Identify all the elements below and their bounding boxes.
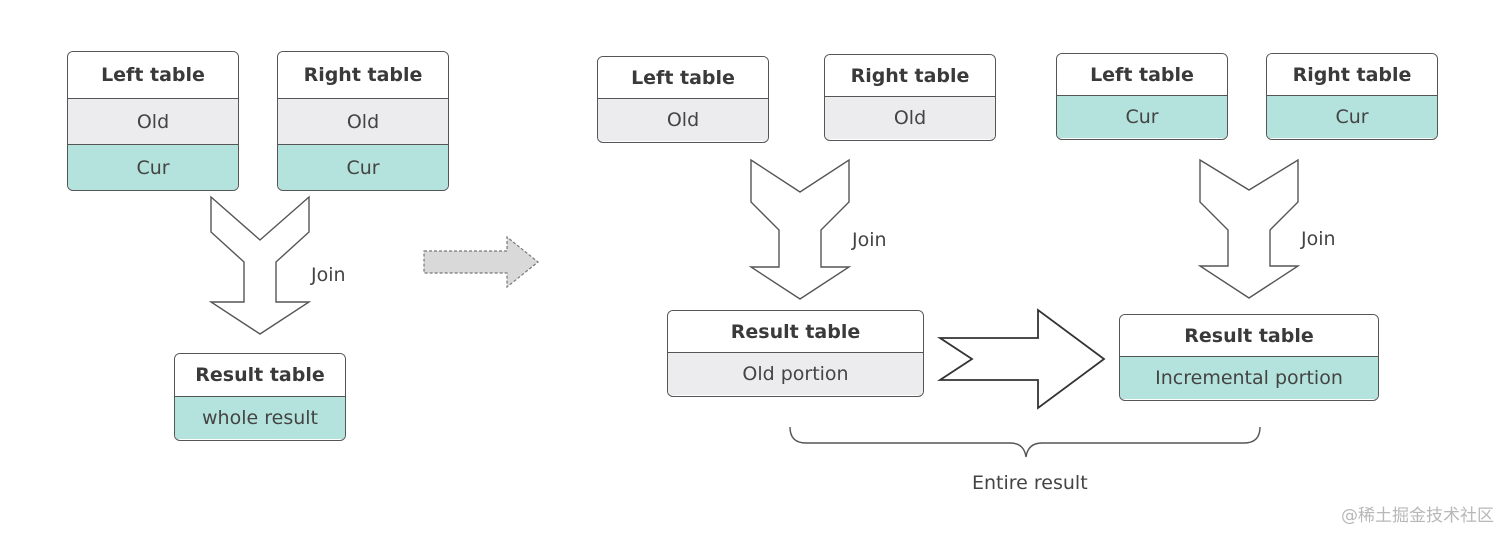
join-arrow-left	[208, 195, 312, 335]
join-arrow-old	[748, 158, 852, 300]
old-row: Old	[825, 97, 995, 139]
entire-result-label: Entire result	[972, 472, 1088, 494]
right-table-old: Right table Old	[824, 54, 996, 141]
join-label: Join	[311, 264, 346, 286]
join-label: Join	[852, 229, 887, 251]
old-row: Old	[278, 99, 448, 144]
table-title: Result table	[668, 311, 923, 353]
left-table-old: Left table Old	[597, 56, 769, 143]
result-table-cur: Result table Incremental portion	[1119, 314, 1379, 401]
table-title: Left table	[598, 57, 768, 99]
cur-row: Cur	[1267, 96, 1437, 138]
right-table: Right table Old Cur	[277, 51, 449, 191]
cur-row: Cur	[278, 144, 448, 190]
table-title: Left table	[68, 52, 238, 99]
table-title: Right table	[825, 55, 995, 97]
cur-row: Cur	[1057, 96, 1227, 138]
transition-arrow	[423, 235, 539, 289]
old-row: Old	[598, 99, 768, 141]
old-portion-row: Old portion	[668, 353, 923, 395]
join-arrow-cur	[1197, 158, 1301, 299]
table-title: Right table	[1267, 54, 1437, 96]
watermark: @稀土掘金技术社区	[1341, 506, 1494, 526]
table-title: Result table	[175, 354, 345, 397]
result-table-old: Result table Old portion	[667, 310, 924, 397]
right-table-cur: Right table Cur	[1266, 53, 1438, 140]
result-table: Result table whole result	[174, 353, 346, 441]
cur-row: Cur	[68, 144, 238, 190]
left-table-cur: Left table Cur	[1056, 53, 1228, 140]
join-label: Join	[1301, 228, 1336, 250]
whole-result-row: whole result	[175, 397, 345, 439]
table-title: Left table	[1057, 54, 1227, 96]
combine-arrow	[936, 308, 1106, 410]
entire-result-brace	[789, 426, 1261, 458]
old-row: Old	[68, 99, 238, 144]
left-table: Left table Old Cur	[67, 51, 239, 191]
table-title: Right table	[278, 52, 448, 99]
table-title: Result table	[1120, 315, 1378, 357]
incremental-portion-row: Incremental portion	[1120, 357, 1378, 399]
